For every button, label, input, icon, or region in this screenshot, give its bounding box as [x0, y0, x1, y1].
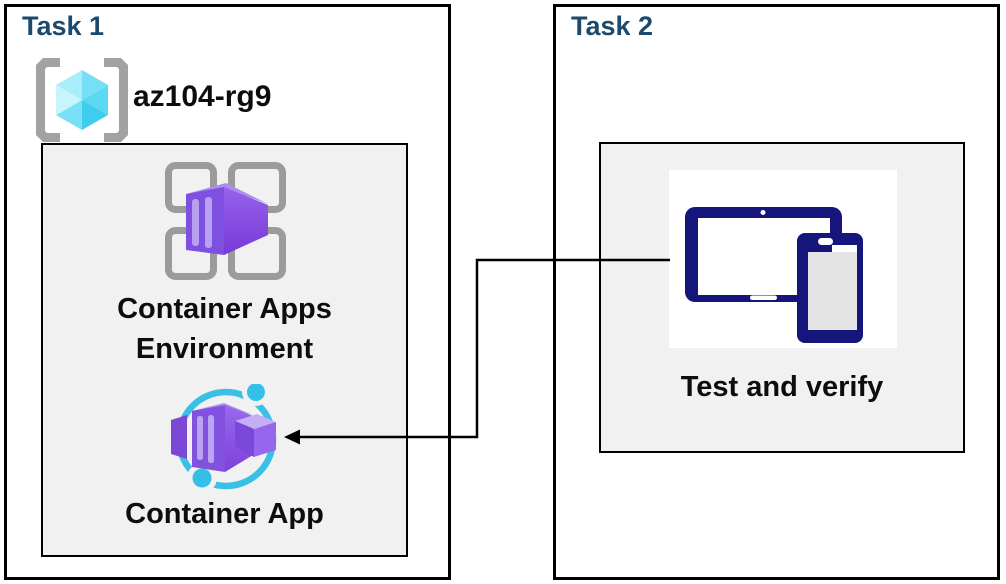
- cube-shape: [56, 70, 108, 130]
- task1-box: Task 1 az104-rg9: [4, 4, 451, 580]
- task1-title: Task 1: [22, 11, 105, 41]
- left-bracket-shape: [36, 58, 60, 142]
- right-bracket-shape: [104, 58, 128, 142]
- task2-title: Task 2: [571, 11, 654, 41]
- ring-dot-top: [247, 384, 265, 401]
- environment-label: Container Apps Environment: [117, 293, 332, 365]
- phone-shape: [797, 233, 863, 343]
- task2-box: Task 2 T: [553, 4, 1000, 580]
- devices-icon-background: [669, 170, 897, 348]
- purple-containers-shape: [171, 403, 276, 472]
- ring-dot-bottom: [192, 468, 212, 488]
- devices-icon: [685, 207, 863, 343]
- test-verify-box: Test and verify: [599, 142, 965, 453]
- purple-container-shape: [186, 183, 268, 255]
- test-verify-label: Test and verify: [680, 371, 884, 403]
- container-apps-environment-icon: [165, 162, 286, 280]
- resource-group-name: az104-rg9: [133, 80, 272, 113]
- environment-container-box: Container Apps Environment: [41, 143, 408, 557]
- container-app-label: Container App: [125, 498, 324, 530]
- resource-group-icon: [36, 58, 128, 142]
- container-app-icon: [171, 384, 277, 493]
